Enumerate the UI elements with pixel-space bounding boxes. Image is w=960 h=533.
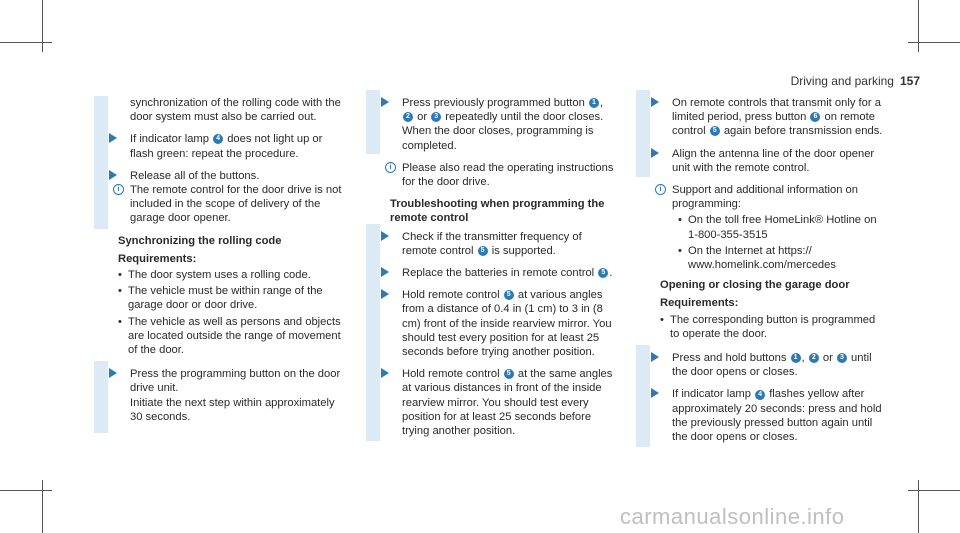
crop-mark bbox=[42, 0, 43, 52]
section-title: Driving and parking bbox=[790, 74, 894, 88]
callout-number: 5 bbox=[598, 268, 609, 279]
info-note: i The remote control for the door drive … bbox=[94, 183, 344, 226]
step-arrow-icon bbox=[651, 147, 659, 158]
step: Press the programming button on the door… bbox=[94, 361, 344, 434]
list-item: The door system uses a rolling code. bbox=[118, 268, 344, 282]
step: Hold remote control 5 at various angles … bbox=[366, 282, 616, 363]
callout-number: 6 bbox=[810, 112, 821, 123]
step: Press and hold buttons 1, 2 or 3 until t… bbox=[636, 345, 886, 384]
crop-mark bbox=[42, 480, 43, 533]
step-arrow-icon bbox=[109, 169, 117, 180]
step-bar bbox=[636, 345, 650, 384]
callout-number: 1 bbox=[790, 353, 801, 364]
page-number: 157 bbox=[899, 74, 920, 88]
step-bar bbox=[94, 162, 108, 229]
callout-number: 2 bbox=[403, 112, 413, 123]
step-arrow-icon bbox=[109, 133, 117, 144]
requirements-label: Requirements: bbox=[118, 252, 197, 265]
step-arrow-icon bbox=[381, 368, 389, 379]
requirements-label: Requirements: bbox=[660, 297, 739, 310]
crop-mark bbox=[908, 42, 960, 43]
step-arrow-icon bbox=[651, 97, 659, 107]
info-icon: i bbox=[113, 184, 124, 196]
step-bar bbox=[366, 361, 380, 442]
step-bar bbox=[636, 140, 650, 177]
step: Replace the batteries in remote control … bbox=[366, 260, 616, 285]
crop-mark bbox=[918, 480, 919, 533]
page-header: Driving and parking 157 bbox=[791, 74, 920, 88]
callout-number: 5 bbox=[477, 245, 488, 256]
step-bar bbox=[366, 282, 380, 363]
step-arrow-icon bbox=[381, 97, 389, 107]
support-list: On the toll free HomeLink® Hotline on 1-… bbox=[672, 213, 886, 272]
step-arrow-icon bbox=[651, 352, 659, 363]
callout-number: 5 bbox=[503, 290, 514, 301]
step: If indicator lamp 4 flashes yellow after… bbox=[636, 381, 886, 448]
callout-number: 4 bbox=[213, 134, 224, 145]
info-note: i Support and additional information on … bbox=[636, 183, 886, 272]
step-bar bbox=[636, 381, 650, 448]
step-bar bbox=[94, 96, 108, 136]
crop-mark bbox=[918, 0, 919, 52]
crop-mark bbox=[0, 490, 52, 491]
step: If indicator lamp 4 does not light up or… bbox=[94, 126, 344, 167]
crop-mark bbox=[908, 490, 960, 491]
info-icon: i bbox=[655, 184, 666, 196]
callout-number: 2 bbox=[808, 353, 819, 364]
list-item: On the toll free HomeLink® Hotline on 1-… bbox=[678, 213, 886, 241]
list-item: On the Internet at https:// www.homelink… bbox=[678, 244, 886, 272]
callout-number: 4 bbox=[755, 389, 766, 400]
step-bar bbox=[94, 126, 108, 167]
step: Align the antenna line of the door opene… bbox=[636, 140, 886, 177]
step-bar bbox=[94, 361, 108, 434]
requirements-list: The corresponding button is programmed t… bbox=[636, 313, 886, 341]
callout-number: 5 bbox=[709, 126, 720, 137]
section-heading: Synchronizing the rolling code bbox=[118, 234, 282, 247]
step-arrow-icon bbox=[109, 368, 117, 379]
intro-text: synchronization of the rolling code with… bbox=[94, 96, 344, 136]
step: Press previously programmed button 1, 2 … bbox=[366, 90, 616, 154]
step-bar bbox=[366, 223, 380, 260]
callout-number: 3 bbox=[836, 353, 847, 364]
crop-mark bbox=[0, 42, 52, 43]
list-item: The vehicle must be within range of the … bbox=[118, 284, 344, 312]
requirements-list: The door system uses a rolling code. The… bbox=[94, 268, 344, 357]
step-bar bbox=[636, 90, 650, 142]
step: On remote controls that transmit only fo… bbox=[636, 90, 886, 142]
watermark: carmanualsonline.info bbox=[620, 504, 845, 529]
info-icon: i bbox=[385, 161, 396, 173]
list-item: The vehicle as well as persons and objec… bbox=[118, 315, 344, 358]
column-2: Press previously programmed button 1, 2 … bbox=[366, 90, 616, 442]
step: Hold remote control 5 at the same angles… bbox=[366, 361, 616, 442]
column-1: synchronization of the rolling code with… bbox=[94, 96, 344, 434]
step-bar bbox=[366, 90, 380, 154]
info-note: i Please also read the operating instruc… bbox=[366, 161, 616, 189]
step-arrow-icon bbox=[381, 289, 389, 300]
callout-number: 1 bbox=[588, 98, 599, 109]
step: Release all of the buttons. bbox=[94, 162, 344, 229]
step-arrow-icon bbox=[381, 267, 389, 278]
section-heading: Troubleshooting when programming the rem… bbox=[390, 198, 605, 225]
step-arrow-icon bbox=[381, 230, 389, 241]
section-heading: Opening or closing the garage door bbox=[660, 279, 850, 292]
column-3: On remote controls that transmit only fo… bbox=[636, 90, 886, 448]
step-bar bbox=[366, 260, 380, 285]
callout-number: 5 bbox=[503, 369, 514, 380]
callout-number: 3 bbox=[431, 112, 442, 123]
step: Check if the transmitter frequency of re… bbox=[366, 223, 616, 260]
step-arrow-icon bbox=[651, 388, 659, 399]
list-item: The corresponding button is programmed t… bbox=[660, 313, 886, 341]
